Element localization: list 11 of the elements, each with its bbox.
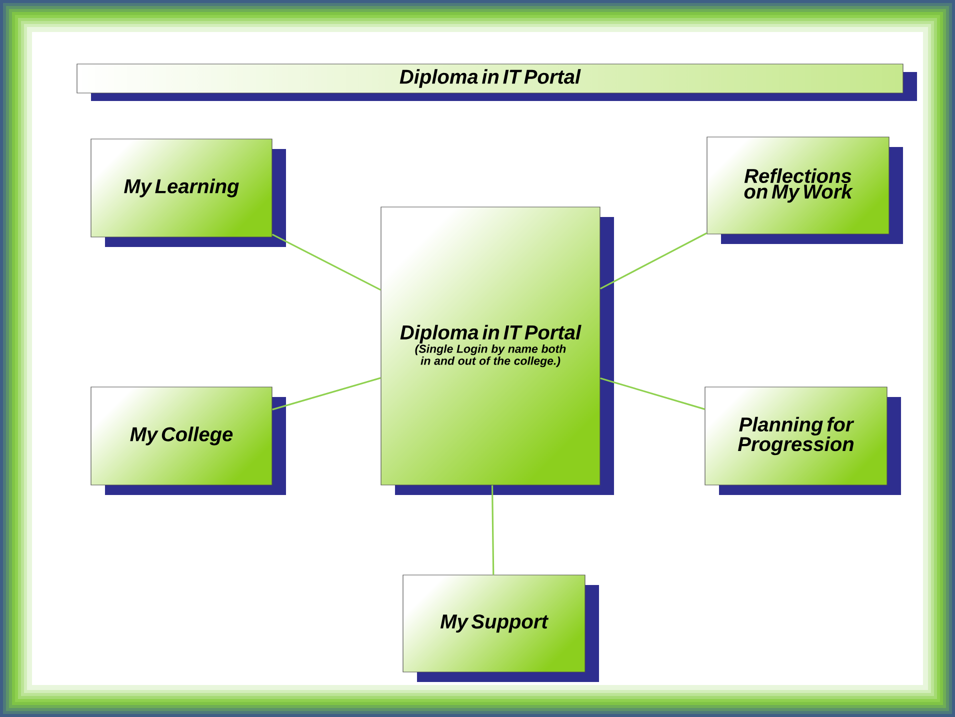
topic-box: Planning for Progression (704, 386, 902, 495)
topic-box: Diploma in IT Portal (Single Login by name both in and out of the college.) (380, 206, 614, 495)
title-bar: Diploma in IT Portal (76, 64, 918, 101)
topic-box: Reflections on My Work (706, 136, 903, 244)
connector-line (491, 485, 494, 575)
connector-line (272, 234, 382, 291)
topic-box: My Learning (90, 138, 286, 247)
connector-line (600, 378, 705, 410)
topic-box: My Support (402, 574, 599, 682)
connector-line (600, 232, 708, 290)
topic-box: My College (90, 386, 286, 495)
